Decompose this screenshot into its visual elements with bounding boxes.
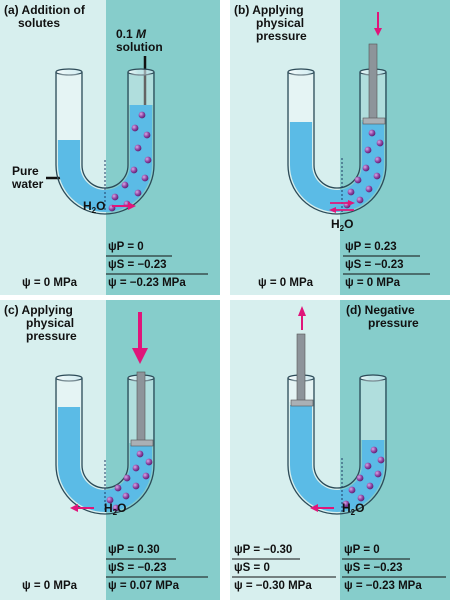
panel-b-left-psi: ψ = 0 MPa	[258, 277, 314, 289]
panel-c-right-psi-s: ψS = −0.23	[108, 562, 167, 574]
panel-a-right-psi-s: ψS = −0.23	[108, 259, 167, 271]
panel-d-right-psi-p: ψP = 0	[344, 544, 380, 556]
panel-b-title-line2: physical	[256, 16, 304, 30]
panel-a-right-psi-p: ψP = 0	[108, 241, 144, 253]
panel-c-left-psi: ψ = 0 MPa	[22, 580, 78, 592]
panel-d-left-psi-s: ψS = 0	[234, 562, 270, 574]
panel-c-background	[0, 300, 220, 600]
pure-water-label-line1: Pure	[12, 164, 39, 178]
panel-d-left-psi-p: ψP = −0.30	[234, 544, 292, 556]
panel-d-right-psi: ψ = −0.23 MPa	[344, 580, 422, 592]
panel-b-background	[230, 0, 450, 295]
panel-a-right-psi: ψ = −0.23 MPa	[108, 277, 186, 289]
panel-d-title-line1: (d) Negative	[346, 303, 415, 317]
panel-c-pressure-arrow	[132, 312, 148, 364]
panel-c-flow-arrow	[70, 504, 94, 512]
solute-particles-c	[106, 450, 153, 512]
solute-particles-a	[108, 111, 152, 212]
panel-d: (d) Negative pressure	[232, 303, 446, 592]
panel-a-flow-label: H2O	[83, 199, 105, 215]
panel-a-left-psi: ψ = 0 MPa	[22, 277, 78, 289]
panel-b-right-psi-s: ψS = −0.23	[345, 259, 404, 271]
panel-b-right-psi-p: ψP = 0.23	[345, 241, 397, 253]
panel-b-title-line3: pressure	[256, 29, 307, 43]
piston-c	[130, 371, 154, 447]
panel-d-flow-arrow	[310, 504, 334, 512]
panel-a-annotation-line1: 0.1 M	[116, 27, 147, 41]
panel-a-title-line1: (a) Addition of	[4, 3, 86, 17]
panel-a-title-line2: solutes	[18, 16, 60, 30]
panel-a-annotation-line2: solution	[116, 40, 163, 54]
panel-c: (c) Applying physical pressure	[4, 303, 208, 592]
panel-b-title-line1: (b) Applying	[234, 3, 304, 17]
panel-d-right-psi-s: ψS = −0.23	[344, 562, 403, 574]
panel-c-right-psi: ψ = 0.07 MPa	[108, 580, 180, 592]
panel-a: (a) Addition of solutes 0.1 M solution P…	[4, 3, 208, 289]
u-tube-b	[287, 68, 387, 215]
panel-c-title-line3: pressure	[26, 329, 77, 343]
panel-d-flow-label: H2O	[342, 501, 364, 517]
u-tube-d	[287, 374, 387, 515]
panel-c-title-line1: (c) Applying	[4, 303, 73, 317]
panel-b: (b) Applying physical pressure	[234, 3, 430, 289]
u-tube-a	[55, 68, 155, 215]
pure-water-label-line2: water	[11, 177, 44, 191]
panel-a-flow-arrow	[112, 202, 136, 210]
panel-d-left-psi: ψ = −0.30 MPa	[234, 580, 312, 592]
panel-d-title-line2: pressure	[368, 316, 419, 330]
panel-c-flow-label: H2O	[104, 501, 126, 517]
piston-d	[290, 333, 314, 407]
panel-a-background	[0, 0, 220, 295]
panel-b-right-psi: ψ = 0 MPa	[345, 277, 401, 289]
panel-b-flow-label: H2O	[331, 217, 353, 233]
panel-b-pressure-arrow	[374, 12, 382, 36]
panel-b-equilibrium-arrows	[329, 200, 355, 213]
solute-particles-b	[343, 129, 384, 209]
panel-c-title-line2: physical	[26, 316, 74, 330]
panel-d-pull-arrow	[298, 306, 306, 330]
solute-particles-d	[342, 446, 385, 508]
piston-b	[362, 43, 386, 125]
panel-d-background	[230, 300, 450, 600]
panel-c-right-psi-p: ψP = 0.30	[108, 544, 160, 556]
